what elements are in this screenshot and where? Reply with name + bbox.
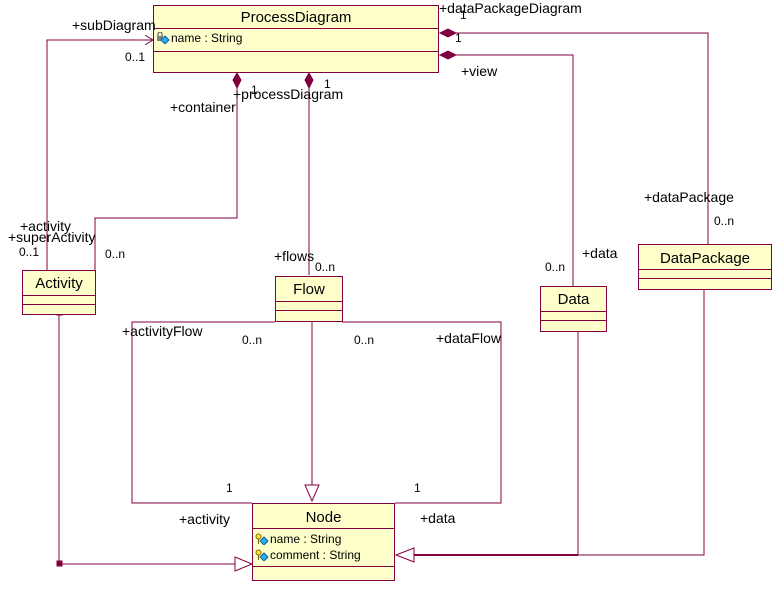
multiplicity-label: 0..n	[354, 333, 375, 347]
multiplicity-label: 0..n	[315, 260, 336, 274]
association-datapackage-line[interactable]	[456, 32, 709, 244]
generalization-arrowhead-icon	[304, 484, 320, 503]
protected-attribute-key-icon	[255, 533, 269, 546]
class-data-package[interactable]: DataPackage	[638, 244, 772, 290]
class-flow[interactable]: Flow	[275, 276, 343, 322]
anchor-square-icon	[56, 560, 63, 567]
role-label: +activity	[20, 218, 71, 234]
role-label: +processDiagram	[233, 86, 344, 102]
role-label: +subDiagram	[72, 17, 156, 33]
class-name: Activity	[23, 271, 95, 296]
association-view-line[interactable]	[456, 54, 574, 286]
multiplicity-label: 1	[324, 77, 331, 91]
association-container-line[interactable]	[94, 88, 238, 270]
multiplicity-label: 0..n	[714, 214, 735, 228]
multiplicity-label: 1	[226, 481, 233, 495]
generalization-arrowhead-icon	[234, 556, 254, 572]
class-name: DataPackage	[639, 245, 771, 270]
multiplicity-label: 1	[460, 8, 467, 22]
composition-diamond-icon	[438, 28, 458, 38]
attribute-text: name : String	[171, 31, 243, 45]
multiplicity-label: 1	[455, 31, 462, 45]
role-label: +dataPackageDiagram	[439, 0, 582, 16]
class-name: ProcessDiagram	[154, 6, 438, 29]
multiplicity-label: 1	[251, 83, 258, 97]
class-process-diagram[interactable]: ProcessDiagram name : String	[153, 5, 439, 73]
role-label: +data	[582, 245, 618, 261]
association-dataflow-line[interactable]	[342, 321, 502, 504]
multiplicity-label: 0..1	[19, 245, 40, 259]
role-label: +dataFlow	[436, 330, 501, 346]
class-attributes	[639, 270, 771, 279]
role-label: +dataPackage	[644, 189, 734, 205]
attribute-text: comment : String	[270, 548, 361, 562]
class-name: Flow	[276, 277, 342, 302]
association-subdiagram-line[interactable]	[46, 39, 153, 270]
multiplicity-label: 0..n	[242, 333, 263, 347]
attribute-text: name : String	[270, 532, 342, 546]
composition-diamond-icon	[304, 71, 314, 90]
composition-diamond-icon	[232, 71, 242, 90]
class-attributes	[23, 296, 95, 305]
protected-attribute-key-icon	[255, 549, 269, 562]
class-attributes	[276, 302, 342, 311]
multiplicity-label: 0..n	[105, 247, 126, 261]
association-activityflow-line[interactable]	[131, 321, 275, 504]
attribute-row[interactable]: name : String	[255, 531, 394, 547]
multiplicity-label: 0..1	[125, 50, 146, 64]
role-label: +superActivity	[8, 229, 96, 245]
class-name: Node	[253, 504, 394, 529]
multiplicity-label: 0..n	[545, 260, 566, 274]
attribute-row[interactable]: comment : String	[255, 547, 394, 563]
class-attributes: name : String comment : String	[253, 529, 394, 567]
class-attributes	[541, 312, 606, 321]
class-data[interactable]: Data	[540, 286, 607, 332]
role-label: +data	[420, 510, 456, 526]
class-activity[interactable]: Activity	[22, 270, 96, 315]
role-label: +flows	[274, 248, 315, 264]
role-label: +activity	[179, 511, 230, 527]
class-node[interactable]: Node name : String comment : String	[252, 503, 395, 581]
role-label: +activityFlow	[122, 323, 203, 339]
multiplicity-label: 1	[414, 481, 421, 495]
class-name: Data	[541, 287, 606, 312]
composition-diamond-icon	[438, 50, 458, 60]
role-label: +container	[170, 99, 236, 115]
generalization-arrowhead-icon	[394, 547, 415, 563]
attribute-row[interactable]: name : String	[156, 30, 438, 46]
role-label: +view	[461, 63, 498, 79]
private-attribute-lock-icon	[156, 31, 170, 45]
class-attributes: name : String	[154, 29, 438, 52]
